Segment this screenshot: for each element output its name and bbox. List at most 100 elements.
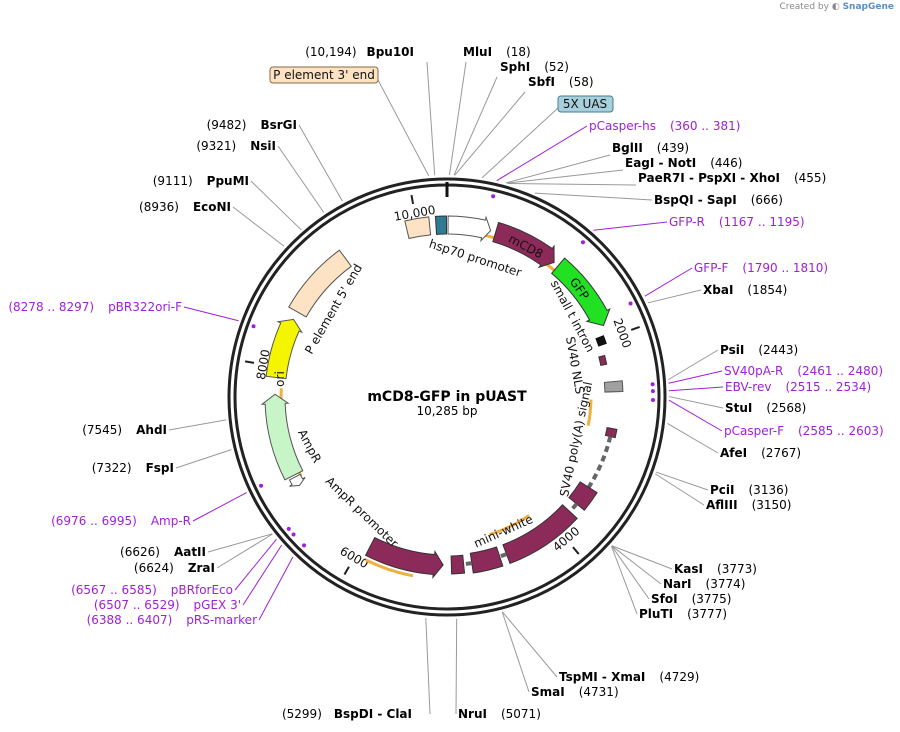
credit-brand: SnapGene xyxy=(842,2,894,12)
primer-site-mark xyxy=(286,526,291,531)
leader-line xyxy=(232,206,285,247)
feature-exon xyxy=(469,546,504,574)
enzyme-label-bpu10i[interactable]: (10,194)Bpu10I xyxy=(305,45,414,59)
enzyme-label-pcii[interactable]: PciI(3136) xyxy=(710,483,788,497)
leader-line xyxy=(668,349,719,381)
boxed-label-5x-uas[interactable]: 5X UAS xyxy=(557,95,614,113)
enzyme-label-afei[interactable]: AfeI(2767) xyxy=(720,446,801,460)
enzyme-label-paer7i-pspxi-xhoi[interactable]: PaeR7I - PspXI - XhoI(455) xyxy=(638,171,826,185)
primer-site-mark xyxy=(259,483,264,488)
leader-line xyxy=(234,538,277,591)
primer-label-gfp-r[interactable]: GFP-R(1167 .. 1195) xyxy=(669,215,805,229)
leader-line xyxy=(647,289,702,304)
feature-mini-white xyxy=(502,504,578,565)
feature-intron xyxy=(586,436,613,489)
enzyme-label-tspmi-xmai[interactable]: TspMI - XmaI(4729) xyxy=(559,670,699,684)
primer-label-pbr322ori-f[interactable]: (8278 .. 8297)pBR322ori-F xyxy=(8,300,182,314)
leader-line xyxy=(534,192,653,201)
primer-label-sv40pa-r[interactable]: SV40pA-R(2461 .. 2480) xyxy=(724,364,883,378)
feature-hsp70-promoter xyxy=(447,215,492,243)
leader-line xyxy=(644,267,693,297)
leader-line xyxy=(455,618,458,715)
enzyme-label-aatii[interactable]: (6626)AatII xyxy=(120,545,206,559)
feature-ampr xyxy=(260,393,304,481)
primer-site-mark xyxy=(650,389,655,394)
primer-label-prs-marker[interactable]: (6388 .. 6407)pRS-marker xyxy=(87,613,257,627)
enzyme-label-econi[interactable]: (8936)EcoNI xyxy=(139,200,231,214)
primer-label-ebv-rev[interactable]: EBV-rev(2515 .. 2534) xyxy=(725,380,871,394)
enzyme-label-pluti[interactable]: PluTI(3777) xyxy=(639,607,727,621)
tick-mark xyxy=(244,360,255,364)
leader-line xyxy=(454,91,526,176)
primer-site-mark xyxy=(650,382,655,387)
feature-exon xyxy=(568,481,598,511)
leader-line xyxy=(250,180,302,231)
leader-line xyxy=(168,419,227,431)
enzyme-label-nrui[interactable]: NruI(5071) xyxy=(458,707,541,721)
enzyme-label-bspdi-clai[interactable]: (5299)BspDI - ClaI xyxy=(282,707,412,721)
leader-line xyxy=(298,124,343,202)
enzyme-label-xbai[interactable]: XbaI(1854) xyxy=(703,283,787,297)
enzyme-label-sbfi[interactable]: SbfI(58) xyxy=(528,75,594,89)
snapgene-logo-icon: ◐ xyxy=(831,2,840,12)
leader-line xyxy=(175,449,232,469)
tick-label: 2000 xyxy=(610,316,634,349)
enzyme-label-ahdi[interactable]: (7545)AhdI xyxy=(82,423,167,437)
primer-site-mark xyxy=(291,532,296,537)
feature-p-element-3-end xyxy=(404,216,432,240)
leader-line xyxy=(216,533,273,569)
feature-mcd8 xyxy=(492,221,555,269)
enzyme-label-ppumi[interactable]: (9111)PpuMI xyxy=(153,174,249,188)
enzyme-label-bglii[interactable]: BglII(439) xyxy=(612,141,689,155)
leader-line xyxy=(668,396,724,409)
leader-line xyxy=(611,545,662,585)
enzyme-label-kasi[interactable]: KasI(3773) xyxy=(674,562,757,576)
enzyme-label-sfoi[interactable]: SfoI(3775) xyxy=(651,592,731,606)
enzyme-label-stui[interactable]: StuI(2568) xyxy=(725,401,806,415)
tick-mark xyxy=(410,194,415,205)
leader-line xyxy=(183,306,239,322)
enzyme-label-fspi[interactable]: (7322)FspI xyxy=(92,461,174,475)
boxed-label-p-element-3-end[interactable]: P element 3' end xyxy=(269,66,379,84)
enzyme-label-mlui[interactable]: MluI(18) xyxy=(463,45,531,59)
feature-intron xyxy=(499,552,508,559)
primer-label-amp-r[interactable]: (6976 .. 6995)Amp-R xyxy=(51,514,191,528)
enzyme-label-bspqi-sapi[interactable]: BspQI - SapI(666) xyxy=(654,193,783,207)
feature-label: ori xyxy=(273,371,287,387)
leader-line xyxy=(242,544,283,606)
leader-line xyxy=(654,473,705,506)
enzyme-label-sphi[interactable]: SphI(52) xyxy=(500,60,569,74)
primer-site-mark xyxy=(251,324,256,329)
feature-exon xyxy=(450,554,466,575)
enzyme-label-nari[interactable]: NarI(3774) xyxy=(663,577,745,591)
primer-site-mark xyxy=(628,301,633,306)
enzyme-label-psii[interactable]: PsiI(2443) xyxy=(720,343,798,357)
primer-label-pcasper-f[interactable]: pCasper-F(2585 .. 2603) xyxy=(724,424,884,438)
primer-label-gfp-f[interactable]: GFP-F(1790 .. 1810) xyxy=(694,261,828,275)
primer-label-pgex3[interactable]: (6507 .. 6529)pGEX 3' xyxy=(94,598,241,612)
primer-label-pcasper-hs[interactable]: pCasper-hs(360 .. 381) xyxy=(589,119,740,133)
tick-mark xyxy=(630,325,640,331)
leader-line xyxy=(425,617,431,715)
boxed-label-text: 5X UAS xyxy=(563,97,607,111)
leader-line xyxy=(481,107,559,179)
credit: Created by ◐ SnapGene xyxy=(779,2,894,12)
feature-intron xyxy=(568,502,579,513)
tick-mark xyxy=(572,546,580,555)
leader-line xyxy=(505,154,611,184)
leader-line xyxy=(668,399,723,432)
primer-label-pbrforeco[interactable]: (6567 .. 6585)pBRforEco xyxy=(71,583,233,597)
leader-line xyxy=(192,492,247,522)
enzyme-label-eagi-noti[interactable]: EagI - NotI(446) xyxy=(625,156,742,170)
enzyme-label-nsii[interactable]: (9321)NsiI xyxy=(196,139,276,153)
leader-line xyxy=(506,169,624,184)
leader-line xyxy=(501,611,530,693)
plasmid-name: mCD8-GFP in pUAST xyxy=(367,389,527,405)
enzyme-label-smai[interactable]: SmaI(4731) xyxy=(531,685,619,699)
leader-line xyxy=(593,221,668,231)
enzyme-label-aflIII[interactable]: AflIII(3150) xyxy=(706,498,791,512)
orf-guide-arc xyxy=(586,399,593,427)
enzyme-label-bsrgi[interactable]: (9482)BsrGI xyxy=(207,118,297,132)
enzyme-label-zrai[interactable]: (6624)ZraI xyxy=(134,561,215,575)
